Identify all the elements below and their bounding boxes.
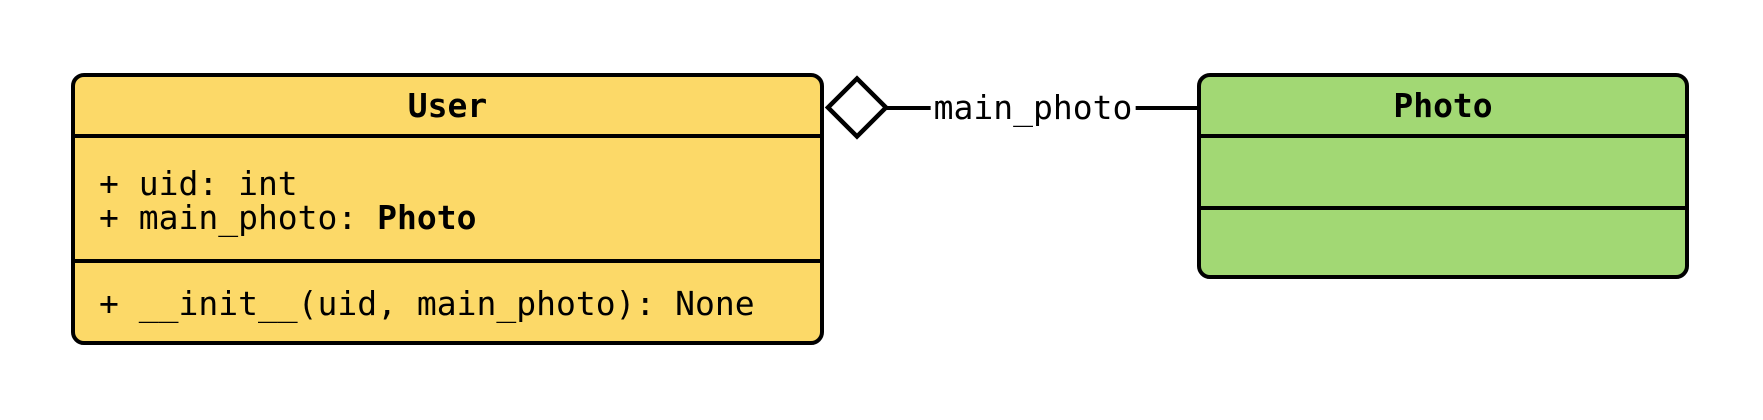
class-box-photo: Photo [1197,73,1689,279]
class-attributes-photo [1201,138,1685,210]
attribute-row: + uid: int [99,167,820,201]
class-methods-photo [1201,210,1685,275]
class-methods-user: + __init__(uid, main_photo): None [75,263,820,341]
class-title-user: User [75,77,820,138]
method-row: + __init__(uid, main_photo): None [99,284,755,323]
relationship-label: main_photo [930,89,1136,127]
class-title-photo: Photo [1201,77,1685,138]
aggregation-diamond-icon [824,75,890,140]
attribute-row: + main_photo: Photo [99,201,820,235]
attribute-type-bold: Photo [377,198,477,237]
attribute-text: + uid: int [99,164,298,203]
class-attributes-user: + uid: int + main_photo: Photo [75,138,820,263]
class-box-user: User + uid: int + main_photo: Photo + __… [71,73,824,345]
attribute-text: + main_photo: [99,198,378,237]
